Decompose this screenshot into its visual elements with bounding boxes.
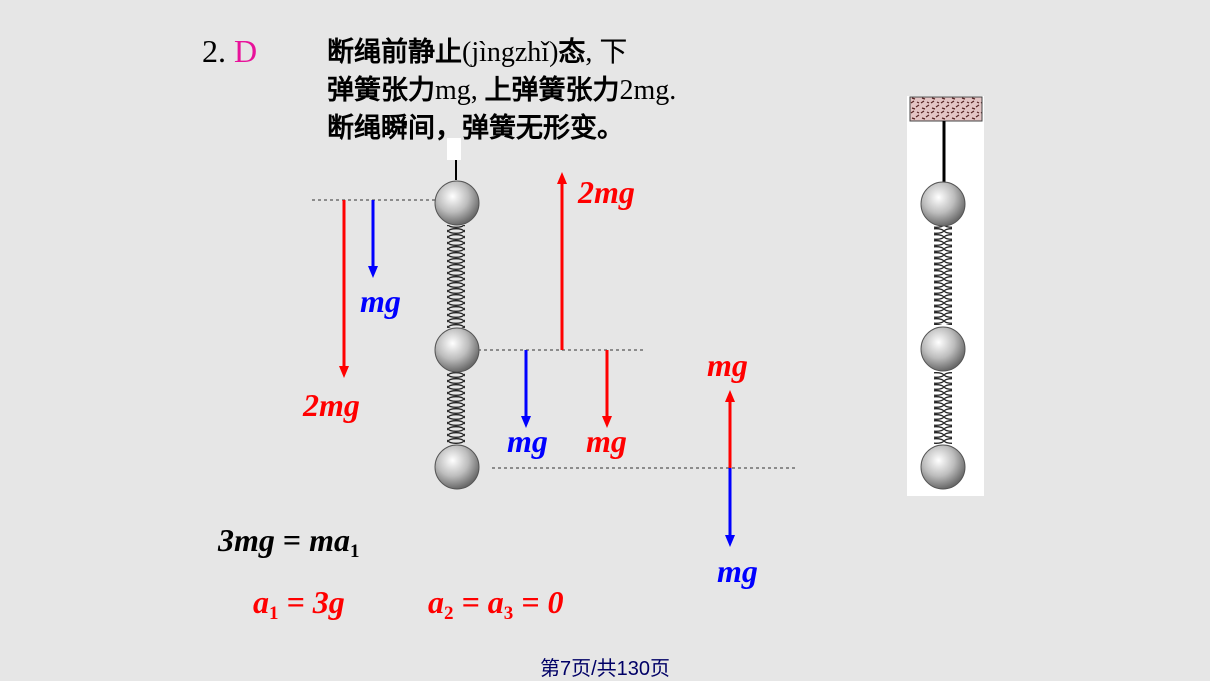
problem-number: 2. D	[202, 33, 257, 70]
equation-a2-a3: a2 = a3 = 0	[428, 584, 564, 624]
label-mg-blue-right: mg	[717, 553, 758, 589]
label-mg-blue-mid: mg	[507, 423, 548, 459]
label-2mg-top: 2mg	[578, 174, 635, 210]
ball-top	[434, 180, 480, 226]
arrow-red-mg-down-mid	[602, 350, 612, 428]
arrow-blue-mg-down-mid	[521, 350, 531, 428]
explanation-line-1: 断绳前静止(jìngzhǐ)态, 下	[327, 37, 628, 68]
arrow-red-2mg-down	[339, 200, 349, 378]
arrow-red-2mg-up	[557, 172, 567, 350]
label-mg-red-mid: mg	[586, 423, 627, 459]
label-mg-blue-left: mg	[360, 283, 401, 319]
hanging-system-picture	[907, 96, 984, 496]
cut-rope-gap	[447, 138, 461, 160]
equation-newton: 3mg = ma1	[218, 522, 360, 562]
lower-spring	[447, 372, 465, 444]
ball-middle	[434, 327, 480, 373]
arrow-blue-mg-down-left	[368, 200, 378, 278]
label-mg-red-right: mg	[707, 347, 748, 383]
page-indicator: 第7页/共130页	[539, 658, 671, 680]
upper-spring	[447, 225, 465, 328]
ball-bottom	[434, 444, 480, 490]
equation-a1: a1 = 3g	[253, 584, 345, 624]
ceiling-block	[909, 96, 983, 122]
problem-number-label: 2.	[202, 33, 226, 69]
answer-letter: D	[234, 33, 258, 69]
arrow-red-mg-up-right	[725, 390, 735, 468]
arrow-blue-mg-down-right	[725, 468, 735, 547]
explanation-line-2: 弹簧张力mg, 上弹簧张力2mg.	[327, 75, 677, 106]
label-2mg-left: 2mg	[303, 387, 360, 423]
explanation-line-3: 断绳瞬间，弹簧无形变。	[327, 113, 624, 143]
